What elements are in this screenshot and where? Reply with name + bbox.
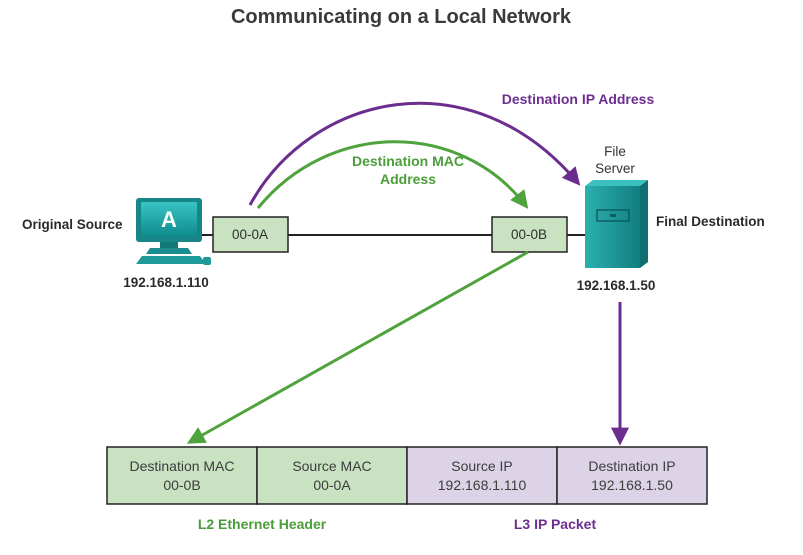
frame-cell-source-mac-name: Source MAC [292, 458, 371, 474]
source-mac-label: 00-0A [232, 227, 268, 242]
destination-mac-box [491, 216, 568, 253]
frame-cell-destination-mac [106, 446, 258, 505]
destination-ip: 192.168.1.50 [577, 278, 656, 293]
frame-cell-destination-ip-name: Destination IP [588, 458, 675, 474]
server-label-line1: File [604, 144, 626, 159]
frame-cell-source-mac-value: 00-0A [313, 477, 351, 493]
diagram-title: Communicating on a Local Network [231, 6, 572, 28]
file-server-icon [585, 180, 648, 268]
source-ip: 192.168.1.110 [123, 275, 209, 290]
source-computer-icon [136, 198, 211, 265]
frame-cell-destination-mac-value: 00-0B [163, 477, 200, 493]
frame-cell-source-ip-name: Source IP [451, 458, 512, 474]
source-mac-box [212, 216, 289, 253]
server-label-line2: Server [595, 161, 635, 176]
source-host-letter: A [161, 207, 177, 232]
destination-mac-value: 00-0B [511, 227, 547, 242]
frame-cell-source-ip [406, 446, 558, 505]
destination-mac-label-line2: Address [380, 171, 436, 187]
frame-cell-source-ip-value: 192.168.1.110 [438, 477, 527, 493]
l3-ip-packet-label: L3 IP Packet [514, 516, 597, 532]
destination-mac-label-line1: Destination MAC [352, 153, 464, 169]
frame-header: Destination MAC 00-0B Source MAC 00-0A S… [106, 446, 708, 505]
l2-ethernet-header-label: L2 Ethernet Header [198, 516, 327, 532]
source-label: Original Source [22, 217, 123, 232]
destination-label: Final Destination [656, 214, 765, 229]
destination-ip-arrow [248, 101, 581, 206]
frame-cell-destination-mac-name: Destination MAC [129, 458, 234, 474]
frame-cell-destination-ip [556, 446, 708, 505]
mac-to-frame-arrow [186, 250, 529, 444]
destination-ip-label: Destination IP Address [502, 91, 655, 107]
frame-cell-destination-ip-value: 192.168.1.50 [591, 477, 673, 493]
frame-cell-source-mac [256, 446, 408, 505]
destination-mac-arrow [256, 140, 529, 209]
